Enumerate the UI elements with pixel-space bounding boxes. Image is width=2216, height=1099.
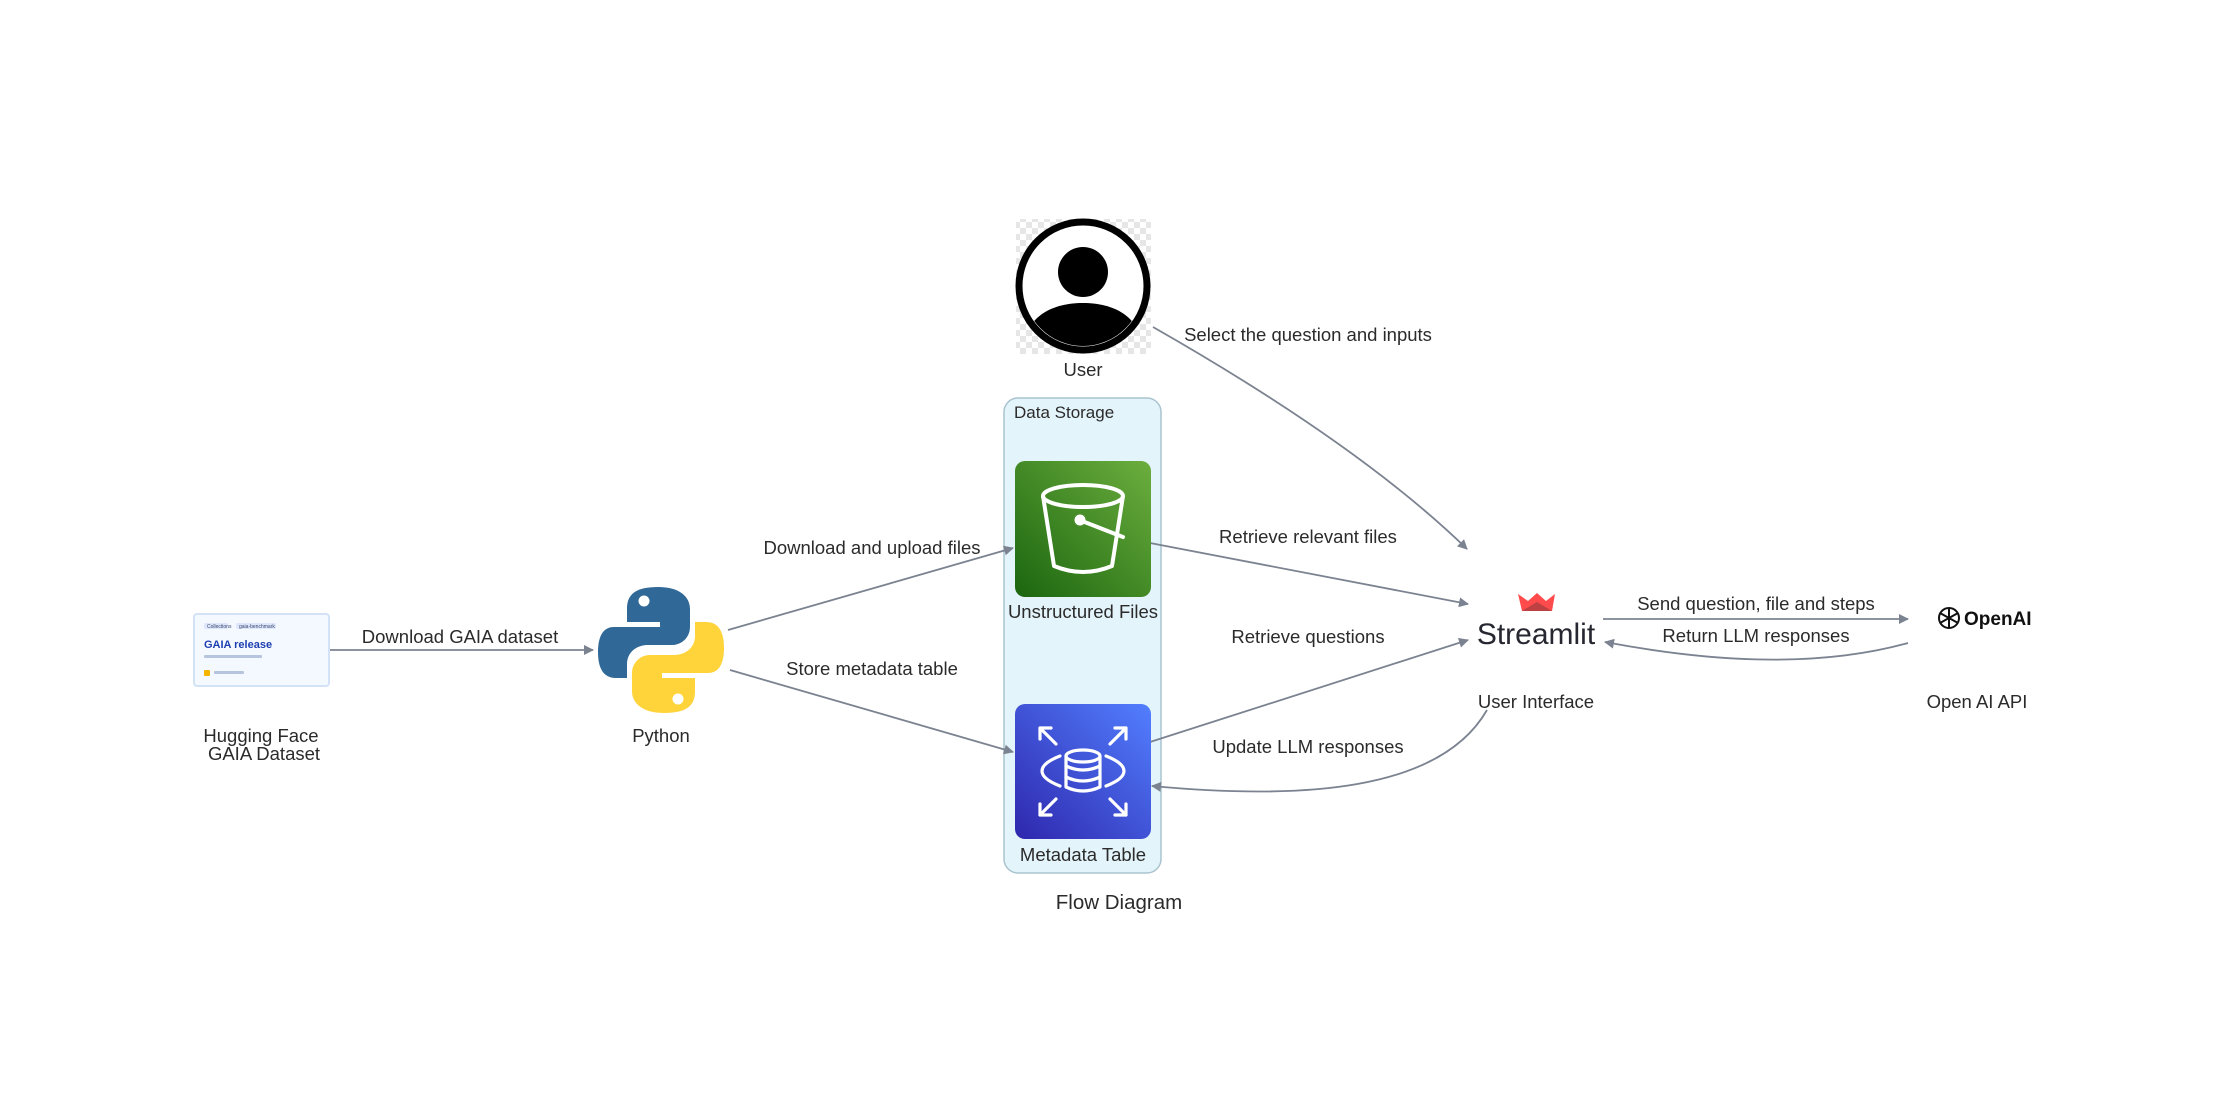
label-download-gaia: Download GAIA dataset	[362, 626, 558, 647]
edge-rds-streamlit	[1149, 637, 1469, 743]
s3-label: Unstructured Files	[1008, 601, 1158, 622]
streamlit-label: User Interface	[1478, 691, 1594, 712]
node-python: Python	[598, 587, 724, 746]
label-retrieve-files: Retrieve relevant files	[1219, 526, 1397, 547]
edge-openai-streamlit	[1604, 638, 1909, 661]
label-download-upload: Download and upload files	[763, 537, 980, 558]
user-avatar-icon	[1015, 218, 1151, 354]
openai-logo-text: OpenAI	[1964, 609, 2032, 630]
thumb-title: GAIA release	[204, 639, 272, 651]
python-label: Python	[632, 725, 690, 746]
label-retrieve-questions: Retrieve questions	[1231, 626, 1384, 647]
node-unstructured-files: Unstructured Files	[1008, 461, 1158, 622]
label-update-llm: Update LLM responses	[1212, 736, 1403, 757]
edge-s3-streamlit	[1149, 542, 1469, 608]
bucket-icon	[1041, 483, 1125, 574]
thumb-tag-gaia: gaia-benchmark	[239, 624, 275, 630]
openai-logo-icon	[1938, 607, 1960, 629]
node-openai: OpenAI Open AI API	[1927, 607, 2032, 712]
python-logo-icon	[598, 587, 724, 713]
node-streamlit: Streamlit User Interface	[1477, 593, 1596, 712]
edge-python-s3	[727, 545, 1014, 631]
node-metadata-table: Metadata Table	[1015, 704, 1151, 865]
edge-streamlit-rds	[1151, 709, 1488, 793]
gaia-thumbnail	[193, 613, 330, 687]
edges	[330, 326, 1909, 793]
edge-labels: Download GAIA dataset Download and uploa…	[362, 324, 1875, 757]
streamlit-crown-icon	[1518, 593, 1555, 611]
user-label: User	[1063, 359, 1102, 380]
edge-python-rds	[729, 669, 1014, 755]
thumb-tag-collections: Collections	[207, 624, 232, 630]
streamlit-logo-text: Streamlit	[1477, 618, 1596, 651]
node-user: User	[1015, 218, 1151, 380]
hf-label-line2: GAIA Dataset	[208, 743, 320, 764]
edge-user-streamlit	[1152, 326, 1468, 550]
label-return-llm: Return LLM responses	[1662, 625, 1849, 646]
label-store-metadata: Store metadata table	[786, 658, 958, 679]
diagram-title: Flow Diagram	[1056, 891, 1182, 914]
database-icon	[1038, 726, 1128, 817]
label-select-question: Select the question and inputs	[1184, 324, 1432, 345]
data-storage-label: Data Storage	[1014, 403, 1114, 422]
openai-label: Open AI API	[1927, 691, 2028, 712]
node-huggingface: Collections gaia-benchmark GAIA release …	[193, 613, 330, 764]
label-send-question: Send question, file and steps	[1637, 593, 1875, 614]
rds-label: Metadata Table	[1020, 844, 1146, 865]
hf-label-line1: Hugging Face	[203, 725, 318, 746]
